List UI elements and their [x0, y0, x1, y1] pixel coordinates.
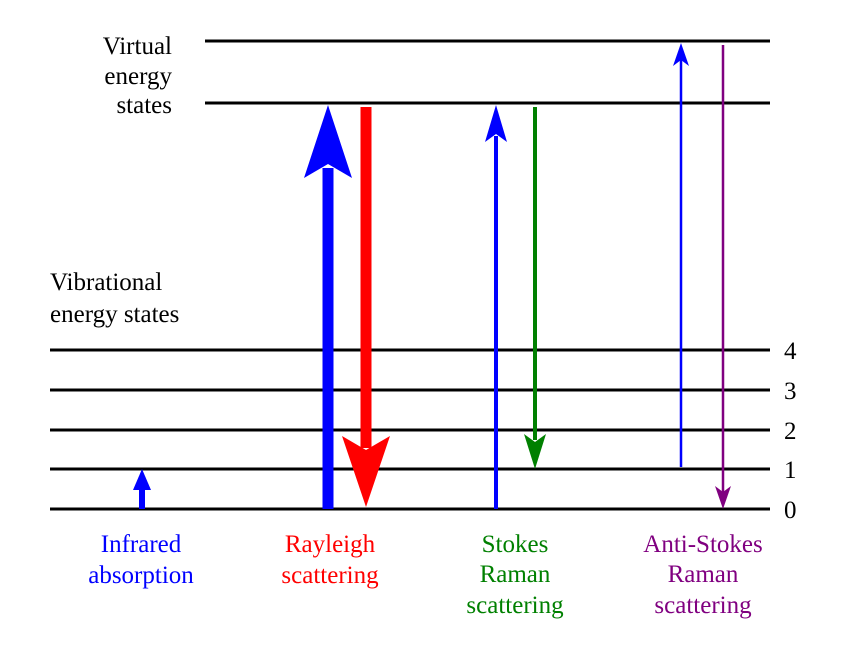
- vibrational-label-line-2: energy states: [50, 301, 179, 328]
- virtual-label-line-2: energy: [104, 63, 172, 90]
- infrared-absorption-arrow: [133, 469, 151, 509]
- caption-stokes-line-1: Stokes: [482, 531, 549, 558]
- virtual-label-line-1: Virtual: [103, 33, 172, 60]
- caption-anti-stokes-line-2: Raman: [668, 561, 739, 588]
- stokes-excitation-arrow: [485, 105, 507, 509]
- level-number-3: 3: [784, 378, 797, 405]
- rayleigh-excitation-arrow: [304, 105, 352, 509]
- caption-anti-stokes-line-3: scattering: [654, 592, 752, 619]
- anti-stokes-excitation-arrow: [673, 43, 689, 467]
- caption-anti-stokes-line-1: Anti-Stokes: [643, 531, 762, 558]
- virtual-label-line-3: states: [116, 92, 172, 119]
- caption-infrared-line-2: absorption: [88, 562, 194, 589]
- level-number-2: 2: [784, 418, 797, 445]
- vibrational-label-line-1: Vibrational: [50, 269, 162, 296]
- rayleigh-emission-arrow: [342, 107, 390, 507]
- caption-rayleigh-line-2: scattering: [281, 562, 379, 589]
- caption-stokes-line-3: scattering: [466, 592, 564, 619]
- caption-infrared-line-1: Infrared: [101, 531, 182, 558]
- level-number-1: 1: [784, 457, 797, 484]
- caption-stokes-line-2: Raman: [480, 561, 551, 588]
- anti-stokes-emission-arrow: [715, 45, 731, 509]
- level-number-0: 0: [784, 497, 797, 524]
- caption-rayleigh-line-1: Rayleigh: [285, 531, 376, 558]
- level-number-4: 4: [784, 338, 797, 365]
- stokes-emission-arrow: [524, 107, 546, 469]
